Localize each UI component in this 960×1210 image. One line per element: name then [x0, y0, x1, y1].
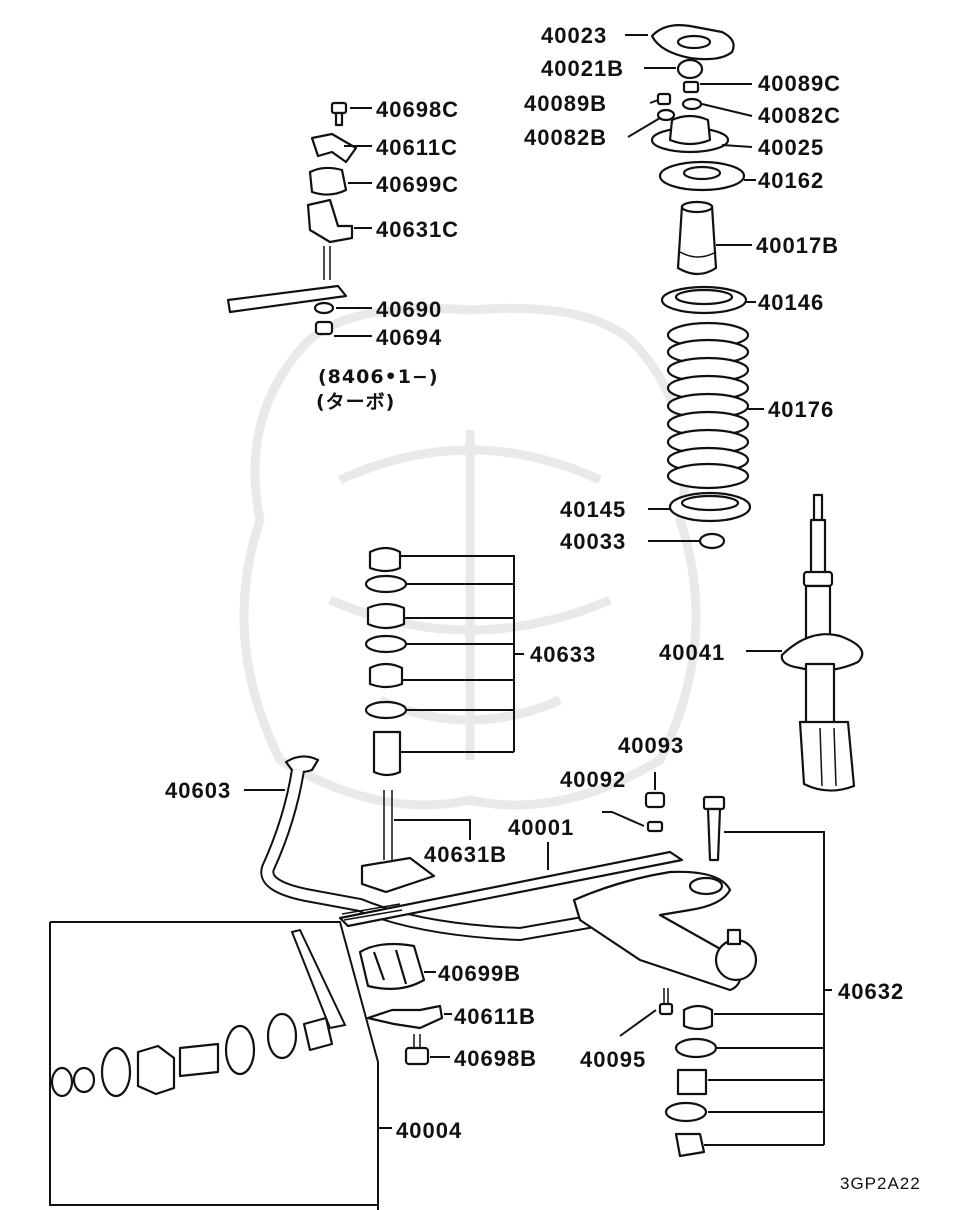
bolt-40095: [658, 1002, 674, 1016]
label-40082C: 40082C: [758, 103, 841, 128]
label-40023: 40023: [541, 23, 607, 48]
label-40176: 40176: [768, 397, 834, 422]
label-40690: 40690: [376, 297, 442, 322]
label-40041: 40041: [659, 640, 725, 665]
bracket-40611B: [366, 1004, 444, 1030]
label-40089B: 40089B: [524, 91, 607, 116]
label-40021B: 40021B: [541, 56, 624, 81]
label-40633: 40633: [530, 642, 596, 667]
washer-40082B: [656, 108, 676, 122]
label-40017B: 40017B: [756, 233, 839, 258]
ball-joint: [714, 938, 758, 982]
nut-40694: [314, 320, 334, 336]
bolt-stack-40632: [664, 795, 832, 1158]
label-40025: 40025: [758, 135, 824, 160]
dust-cap-40021B: [676, 58, 704, 80]
washer-40092: [646, 820, 664, 833]
bushing-40699B: [358, 942, 426, 991]
label-40694: 40694: [376, 325, 442, 350]
label-40631C: 40631C: [376, 217, 459, 242]
washer-40690: [313, 301, 335, 315]
bumper-40033: [698, 532, 726, 550]
label-40146: 40146: [758, 290, 824, 315]
coil-spring-40176: [666, 321, 750, 490]
bolt-40698C: [330, 101, 348, 115]
label-40001: 40001: [508, 815, 574, 840]
bushing-40699C: [308, 166, 348, 196]
label-40145: 40145: [560, 497, 626, 522]
label-40698B: 40698B: [454, 1046, 537, 1071]
link-40631B: [360, 790, 471, 894]
bracket-40631C: [306, 198, 354, 244]
stabilizer-bar-end: [226, 284, 348, 314]
bracket-40611C: [310, 132, 358, 164]
label-40082B: 40082B: [524, 125, 607, 150]
label-40004: 40004: [396, 1118, 462, 1143]
label-40632: 40632: [838, 979, 904, 1004]
label-40093: 40093: [618, 733, 684, 758]
nut-40093: [644, 791, 666, 809]
nut-40089C: [682, 80, 700, 94]
bushing-stack-40633: [364, 546, 524, 777]
stabilizer-link-turbo: [226, 101, 372, 337]
nut-40089B: [656, 92, 672, 106]
label-40699B: 40699B: [438, 961, 521, 986]
label-40611C: 40611C: [376, 135, 458, 160]
label-40698C: 40698C: [376, 97, 459, 122]
label-40699C: 40699C: [376, 172, 459, 197]
label-40033: 40033: [560, 529, 626, 554]
strut-bar-40001: [338, 842, 684, 928]
washer-40082C: [681, 97, 703, 111]
bushing-kit-40004: [49, 921, 392, 1210]
label-40092: 40092: [560, 767, 626, 792]
label-40089C: 40089C: [758, 71, 841, 96]
bolt-40698B: [404, 1046, 430, 1066]
lower-arm: [572, 870, 758, 992]
label-40162: 40162: [758, 168, 824, 193]
date-code-note: (8406•1−): [318, 366, 439, 388]
diagram-code: 3GP2A22: [840, 1174, 921, 1193]
label-40631B: 40631B: [424, 842, 507, 867]
label-40611B: 40611B: [454, 1004, 536, 1029]
label-40603: 40603: [165, 778, 231, 803]
shock-absorber-40041: [746, 493, 864, 792]
part-labels: 40023 40021B 40089C 40089B 40082C 40082B…: [165, 23, 921, 1193]
variant-note: (ターボ): [316, 391, 395, 413]
strut-mount-assembly: [625, 24, 764, 550]
label-40095: 40095: [580, 1047, 646, 1072]
